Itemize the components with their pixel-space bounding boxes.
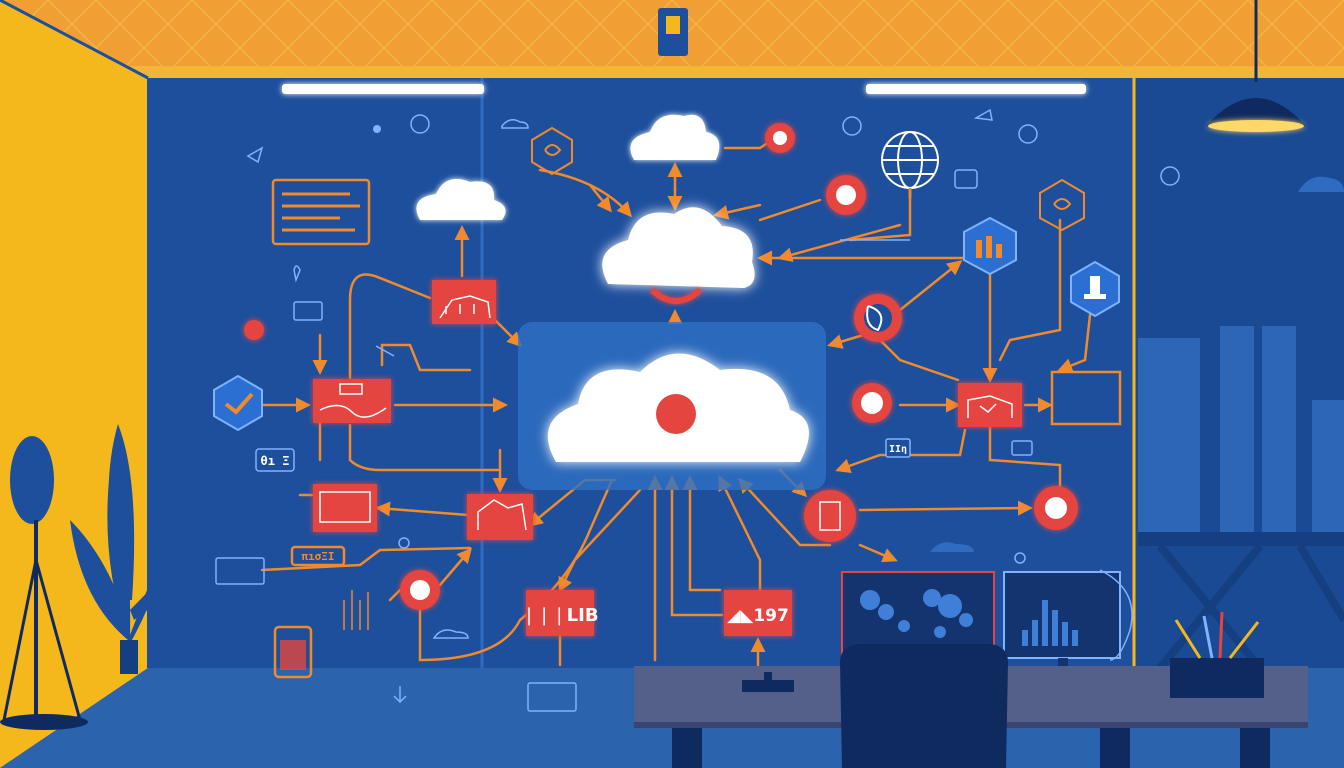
ceiling-lights <box>282 84 1086 94</box>
id-cards <box>215 169 1033 712</box>
calendar-grid <box>319 491 371 523</box>
ceiling <box>0 0 1344 80</box>
sticky-label: πıσΞΙ <box>301 550 334 563</box>
cloud-icon-top <box>630 114 720 160</box>
badge-left: θı Ξ <box>255 448 295 472</box>
small-dot <box>373 125 381 133</box>
chair-icon <box>840 644 1008 768</box>
pencil-cup-icon <box>1170 611 1264 698</box>
plant-icon <box>70 424 200 674</box>
floor-lamp <box>0 436 88 730</box>
node-label-197: ◢◣197 <box>727 606 789 626</box>
lamp-icon <box>1206 0 1306 132</box>
svg-text:θı Ξ: θı Ξ <box>261 454 290 468</box>
badge-right: ΙΙη <box>885 438 911 458</box>
node-label-lib: ❘❘❘LIB <box>521 605 598 626</box>
cloud-icon-left <box>416 178 506 220</box>
bar-chart-icon <box>963 216 1017 276</box>
svg-text:ΙΙη: ΙΙη <box>889 444 907 455</box>
bookshelf <box>1138 326 1344 671</box>
connection-lines <box>260 136 1092 667</box>
box-nodes <box>313 280 1022 636</box>
calculator-icon <box>280 640 306 670</box>
text-panel-widget <box>271 178 1122 679</box>
globe-icon <box>881 131 939 198</box>
cloud-node-arc <box>649 287 703 304</box>
desk-lamp-icon <box>1070 260 1120 318</box>
central-node-dot <box>656 394 696 434</box>
house-icon <box>477 499 527 531</box>
checkmark-icon <box>213 374 263 432</box>
rose-icon <box>531 126 1085 232</box>
cloud-icon-top-main <box>602 207 755 288</box>
circle-nodes <box>244 123 1078 610</box>
decor-icons <box>246 108 1344 704</box>
